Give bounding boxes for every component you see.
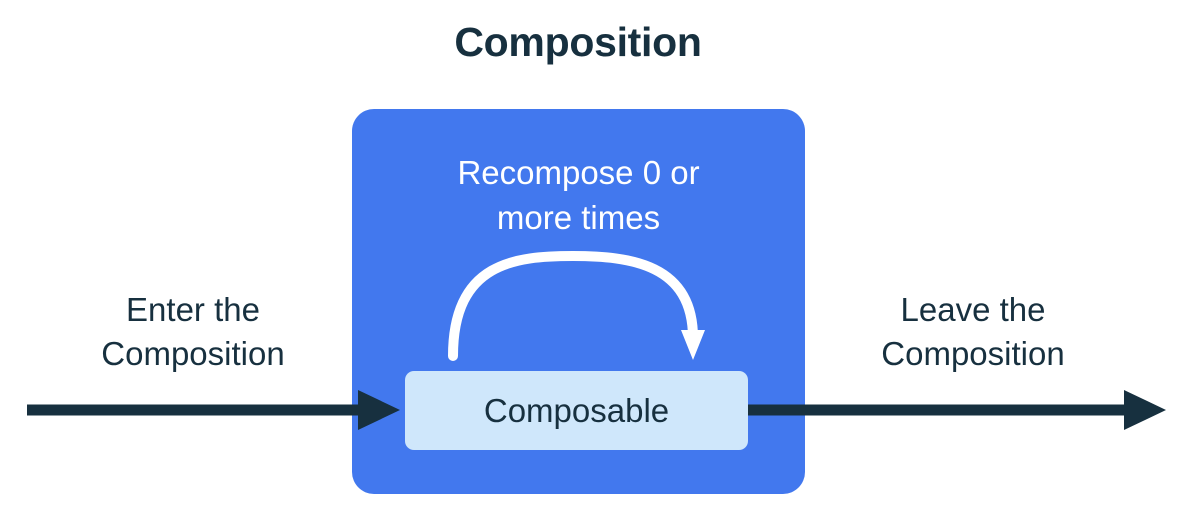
recompose-caption: Recompose 0 or more times (352, 150, 805, 240)
recompose-caption-line-2: more times (496, 199, 661, 236)
leave-arrow-icon (748, 390, 1166, 430)
leave-composition-label: Leave the Composition (818, 288, 1128, 376)
leave-composition-label-line-2: Composition (881, 335, 1065, 372)
enter-composition-label-line-2: Composition (101, 335, 285, 372)
composable-box: Composable (405, 371, 748, 450)
enter-composition-label-line-1: Enter the (126, 291, 260, 328)
leave-composition-label-line-1: Leave the (900, 291, 1046, 328)
recompose-caption-line-1: Recompose 0 or (457, 154, 700, 191)
enter-arrow-icon (27, 390, 400, 430)
composable-label: Composable (483, 391, 670, 429)
leave-arrow-head (1124, 390, 1166, 430)
enter-composition-label: Enter the Composition (38, 288, 348, 376)
page-title: Composition (454, 19, 702, 65)
